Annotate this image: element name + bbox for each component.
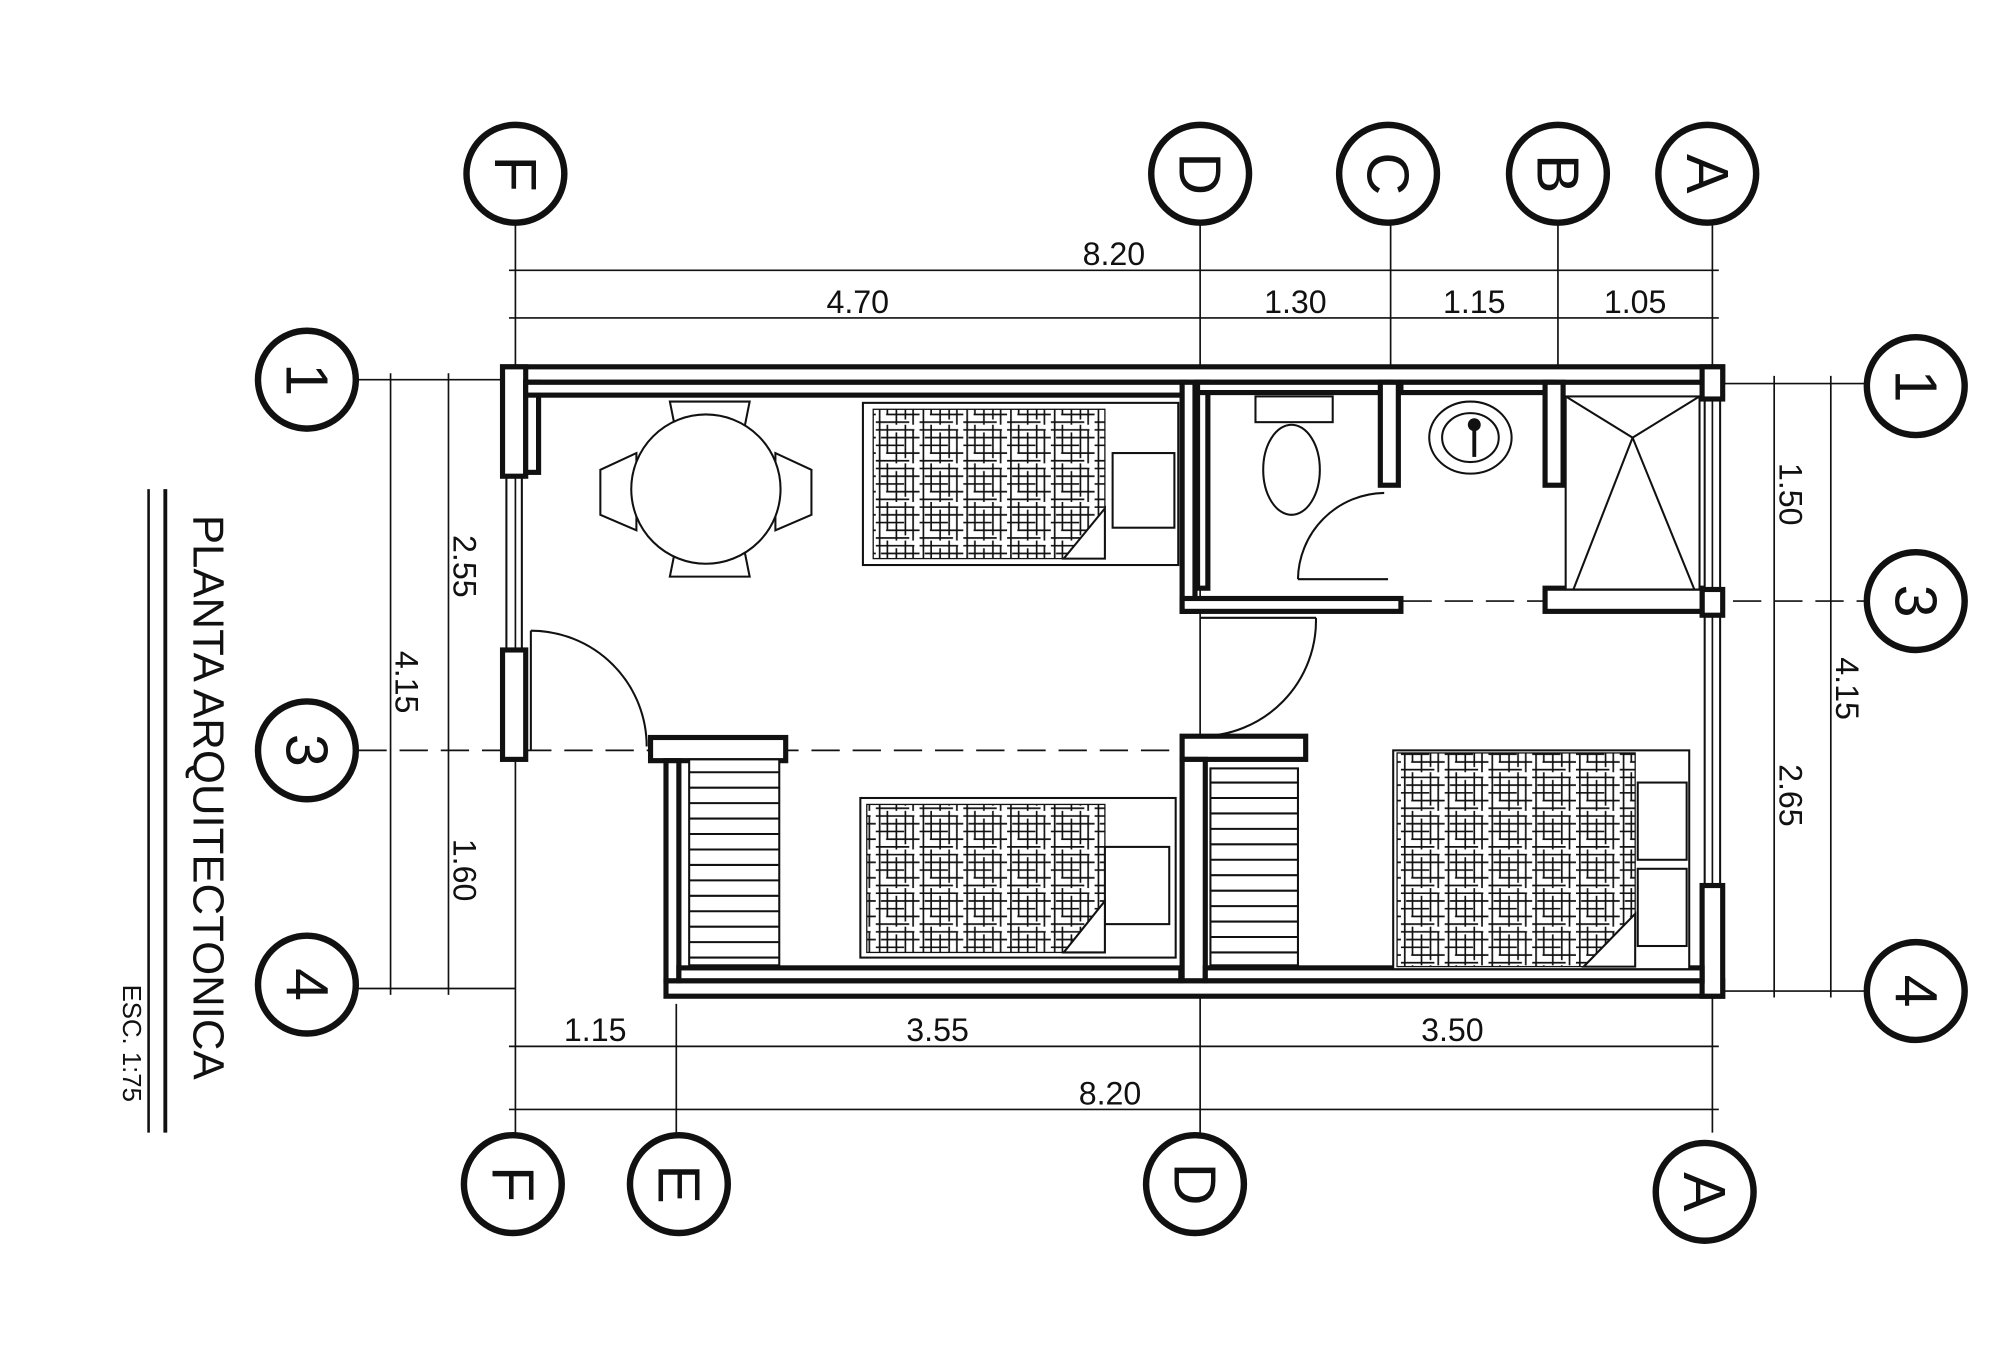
closets bbox=[688, 758, 1299, 967]
dim-bottom-part: 3.55 bbox=[906, 1012, 969, 1048]
toilet bbox=[1254, 395, 1334, 516]
dim-right-total: 4.15 bbox=[1829, 657, 1865, 720]
dim-left-total: 4.15 bbox=[389, 651, 425, 714]
dimensions-top: 8.20 4.70 1.30 1.15 1.05 bbox=[508, 236, 1719, 320]
svg-text:F: F bbox=[482, 156, 549, 192]
svg-text:1: 1 bbox=[1882, 370, 1949, 403]
dim-bottom-total: 8.20 bbox=[1079, 1075, 1142, 1111]
dim-bottom-part: 3.50 bbox=[1421, 1012, 1484, 1048]
grid-bubble-F: F bbox=[460, 1131, 565, 1237]
dim-top-part: 1.05 bbox=[1604, 284, 1667, 320]
title-block: PLANTA ARQUITECTONICA ESC. 1:75 bbox=[117, 489, 233, 1133]
sink bbox=[1428, 400, 1513, 475]
grid-bubble-A: A bbox=[1652, 1139, 1757, 1244]
grid-bubbles-top: F D C B A bbox=[463, 121, 1760, 226]
shower bbox=[1564, 395, 1701, 591]
dim-bottom-part: 1.15 bbox=[564, 1012, 627, 1048]
svg-text:4: 4 bbox=[1882, 975, 1949, 1008]
grid-bubbles-right: 1 3 4 bbox=[1863, 333, 1968, 1044]
svg-text:B: B bbox=[1524, 154, 1591, 193]
dimensions-left: 2.55 1.60 4.15 bbox=[389, 373, 483, 995]
svg-text:3: 3 bbox=[273, 734, 340, 767]
grid-bubbles-bottom: F E D A bbox=[460, 1131, 1757, 1244]
grid-bubble-D: D bbox=[1142, 1131, 1248, 1237]
grid-bubble-4: 4 bbox=[254, 932, 360, 1037]
dim-left-part: 1.60 bbox=[447, 839, 483, 902]
dim-top-total: 8.20 bbox=[1083, 236, 1146, 272]
walls bbox=[499, 364, 1726, 999]
plan-title: PLANTA ARQUITECTONICA bbox=[184, 515, 233, 1081]
svg-text:D: D bbox=[1161, 1163, 1228, 1206]
svg-text:3: 3 bbox=[1882, 585, 1949, 618]
grid-bubble-C: C bbox=[1335, 121, 1441, 226]
svg-text:F: F bbox=[479, 1166, 546, 1202]
doors bbox=[529, 491, 1389, 751]
grid-bubble-A: A bbox=[1655, 121, 1760, 226]
dim-right-part: 2.65 bbox=[1772, 764, 1808, 827]
grid-bubble-1: 1 bbox=[1863, 333, 1968, 439]
dim-right-part: 1.50 bbox=[1772, 463, 1808, 526]
svg-text:A: A bbox=[1674, 154, 1741, 194]
dim-top-part: 1.15 bbox=[1443, 284, 1506, 320]
dim-left-part: 2.55 bbox=[447, 535, 483, 598]
grid-bubble-F: F bbox=[463, 121, 568, 226]
svg-text:1: 1 bbox=[273, 363, 340, 396]
grid-bubble-E: E bbox=[626, 1131, 731, 1237]
grid-bubble-B: B bbox=[1505, 121, 1611, 226]
svg-text:D: D bbox=[1167, 152, 1234, 195]
dimensions-right: 1.50 2.65 4.15 bbox=[1772, 375, 1865, 998]
grid-bubbles-left: 1 3 4 bbox=[254, 327, 360, 1037]
svg-text:A: A bbox=[1671, 1172, 1738, 1212]
grid-bubble-3: 3 bbox=[1863, 548, 1968, 654]
scale-label: ESC. 1:75 bbox=[117, 985, 145, 1102]
dim-top-part: 4.70 bbox=[826, 284, 889, 320]
bed-bottom-right bbox=[1392, 749, 1691, 971]
svg-text:C: C bbox=[1355, 152, 1422, 195]
svg-text:E: E bbox=[645, 1164, 712, 1203]
grid-bubble-3: 3 bbox=[254, 698, 360, 803]
grid-bubble-1: 1 bbox=[254, 327, 360, 432]
dimensions-bottom: 1.15 3.55 3.50 8.20 bbox=[508, 1012, 1719, 1111]
dining-table bbox=[599, 400, 813, 578]
svg-text:4: 4 bbox=[273, 968, 340, 1001]
bed-top bbox=[861, 401, 1180, 567]
dim-top-part: 1.30 bbox=[1264, 284, 1327, 320]
grid-bubble-D: D bbox=[1148, 121, 1253, 226]
bed-bottom-left bbox=[859, 796, 1177, 959]
grid-bubble-4: 4 bbox=[1863, 938, 1968, 1044]
